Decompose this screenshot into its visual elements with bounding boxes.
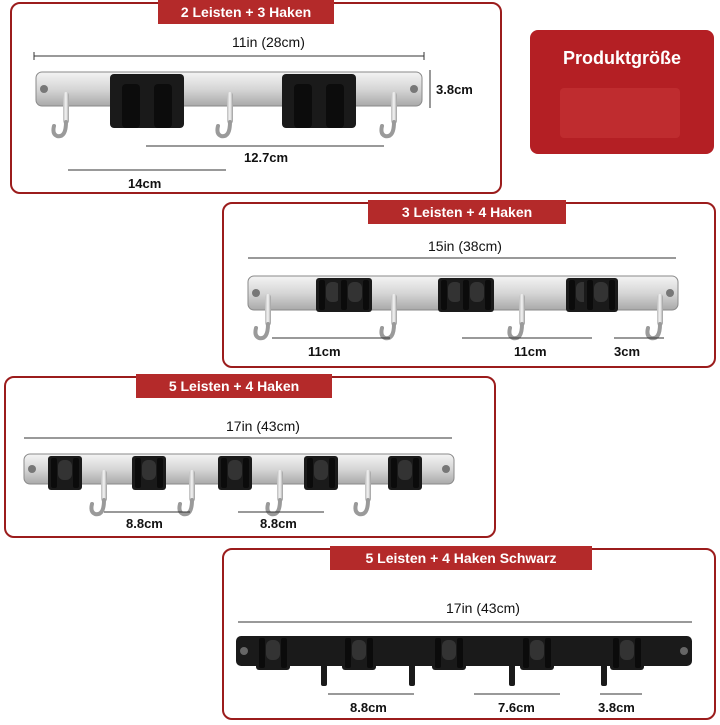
spacing-label: 3cm bbox=[614, 344, 641, 359]
panel-title: 2 Leisten + 3 Haken bbox=[158, 0, 334, 24]
spacing-label: 8.8cm bbox=[260, 516, 297, 531]
spacing-label: 3.8cm bbox=[598, 700, 635, 715]
overall-length-label: 17in (43cm) bbox=[226, 418, 300, 434]
height-label: 3.8cm bbox=[436, 82, 473, 97]
spacing-label: 11cm bbox=[308, 344, 341, 359]
panel-title: 3 Leisten + 4 Haken bbox=[368, 200, 566, 224]
product-size-badge: Produktgröße bbox=[530, 30, 714, 154]
overall-length-label: 11in (28cm) bbox=[232, 34, 305, 50]
rail-5-leisten-schwarz bbox=[236, 621, 692, 695]
badge-glow bbox=[560, 88, 680, 138]
overall-length-label: 15in (38cm) bbox=[428, 238, 502, 254]
spacing-label: 8.8cm bbox=[126, 516, 163, 531]
rail-5-leisten bbox=[23, 437, 455, 517]
rail-3-leisten bbox=[247, 257, 679, 341]
spacing-label: 8.8cm bbox=[350, 700, 387, 715]
spacing-label: 14cm bbox=[128, 176, 162, 191]
badge-label: Produktgröße bbox=[562, 48, 681, 68]
rail-2-leisten bbox=[33, 52, 431, 171]
panel-title: 5 Leisten + 4 Haken bbox=[136, 374, 332, 398]
spacing-label: 7.6cm bbox=[498, 700, 535, 715]
panel-title: 5 Leisten + 4 Haken Schwarz bbox=[330, 546, 592, 570]
overall-length-label: 17in (43cm) bbox=[446, 600, 520, 616]
spacing-label: 11cm bbox=[514, 344, 547, 359]
spacing-label: 12.7cm bbox=[244, 150, 289, 165]
